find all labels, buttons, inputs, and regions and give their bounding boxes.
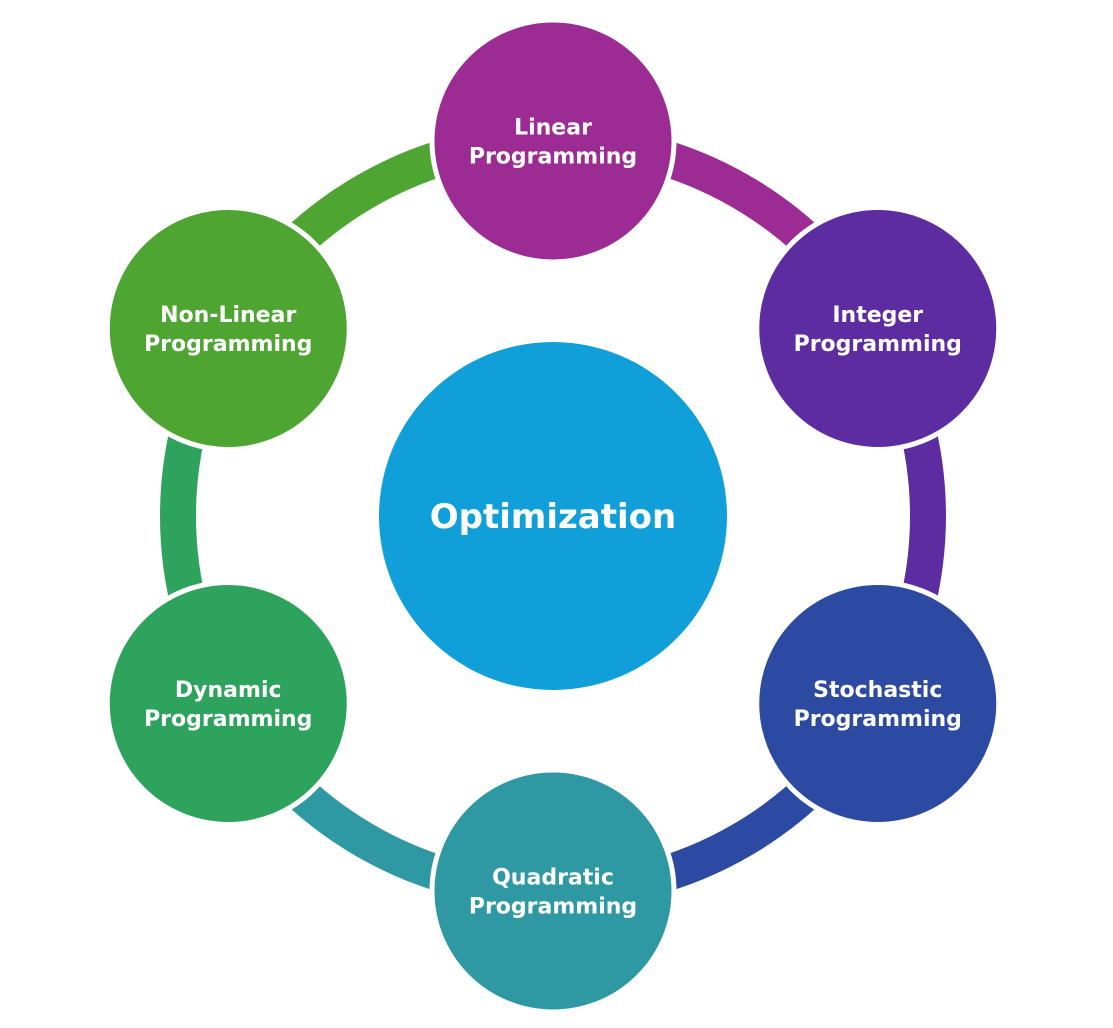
center-label: Optimization <box>430 497 676 537</box>
satellite-label-line: Programming <box>144 332 312 357</box>
satellite-label-line: Dynamic <box>175 678 282 703</box>
satellite-circle <box>429 767 677 1015</box>
satellite-circle <box>104 580 352 827</box>
satellite-label-line: Stochastic <box>813 678 942 703</box>
satellite-circle <box>429 17 677 265</box>
satellite-label-line: Programming <box>144 707 312 732</box>
satellite-label-line: Linear <box>514 116 592 141</box>
center-node: Optimization <box>379 342 727 690</box>
satellite-label-line: Non-Linear <box>160 303 296 328</box>
satellite-label-line: Quadratic <box>492 866 614 891</box>
satellite-label-line: Programming <box>794 707 962 732</box>
satellite-circle <box>754 580 1002 827</box>
satellite-circle <box>104 205 352 452</box>
satellite-circle <box>754 205 1002 452</box>
satellite-label-line: Integer <box>832 303 923 328</box>
satellite-label-line: Programming <box>469 145 637 170</box>
satellite-label-line: Programming <box>469 895 637 920</box>
center-circle <box>379 342 727 690</box>
satellite-label-line: Programming <box>794 332 962 357</box>
